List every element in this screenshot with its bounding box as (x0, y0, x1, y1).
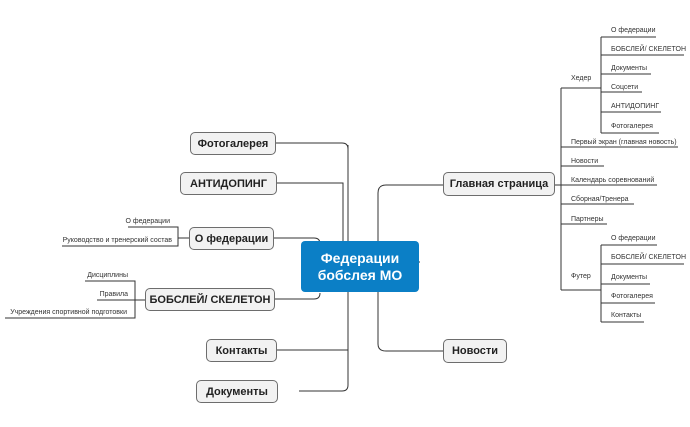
main-child-team[interactable]: Сборная/Тренера (571, 196, 629, 203)
branch-bobsleigh[interactable]: БОБСЛЕЙ/ СКЕЛЕТОН (145, 288, 275, 311)
header-item-3[interactable]: Документы (611, 65, 648, 72)
footer-item-5[interactable]: Контакты (611, 312, 642, 319)
central-topic-line2: бобслея МО (317, 266, 403, 283)
branch-contacts[interactable]: Контакты (206, 339, 277, 362)
branch-main-page[interactable]: Главная страница (443, 172, 555, 196)
branch-news[interactable]: Новости (443, 339, 507, 363)
header-item-2[interactable]: БОБСЛЕЙ/ СКЕЛЕТОН (611, 46, 687, 53)
footer-item-1[interactable]: О федерации (611, 235, 656, 242)
central-topic-line1: Федерации (320, 249, 400, 266)
main-child-calendar[interactable]: Календарь соревнований (571, 177, 655, 184)
header-item-5[interactable]: АНТИДОПИНГ (611, 103, 660, 110)
bobsleigh-child-1[interactable]: Дисциплины (87, 272, 128, 279)
federation-child-2[interactable]: Руководство и тренерский состав (62, 237, 172, 244)
main-child-partners[interactable]: Партнеры (571, 216, 604, 223)
header-item-6[interactable]: Фотогалерея (611, 123, 653, 130)
header-item-4[interactable]: Соцсети (611, 84, 639, 91)
bobsleigh-child-3[interactable]: Учреждения спортивной подготовки (10, 309, 127, 316)
footer-item-2[interactable]: БОБСЛЕЙ/ СКЕЛЕТОН (611, 254, 687, 261)
branch-federation[interactable]: О федерации (189, 227, 274, 250)
federation-child-1[interactable]: О федерации (125, 218, 170, 225)
main-child-footer[interactable]: Футер (571, 273, 591, 280)
branch-documents[interactable]: Документы (196, 380, 278, 403)
header-item-1[interactable]: О федерации (611, 27, 656, 34)
central-topic[interactable]: Федерации бобслея МО (301, 241, 419, 292)
bobsleigh-child-2[interactable]: Правила (99, 291, 128, 298)
footer-item-4[interactable]: Фотогалерея (611, 293, 653, 300)
main-child-first-screen[interactable]: Первый экран (главная новость) (571, 139, 677, 146)
main-child-news[interactable]: Новости (571, 158, 599, 165)
branch-photogallery[interactable]: Фотогалерея (190, 132, 276, 155)
main-child-header[interactable]: Хедер (571, 75, 592, 82)
branch-antidoping[interactable]: АНТИДОПИНГ (180, 172, 277, 195)
footer-item-3[interactable]: Документы (611, 274, 648, 281)
